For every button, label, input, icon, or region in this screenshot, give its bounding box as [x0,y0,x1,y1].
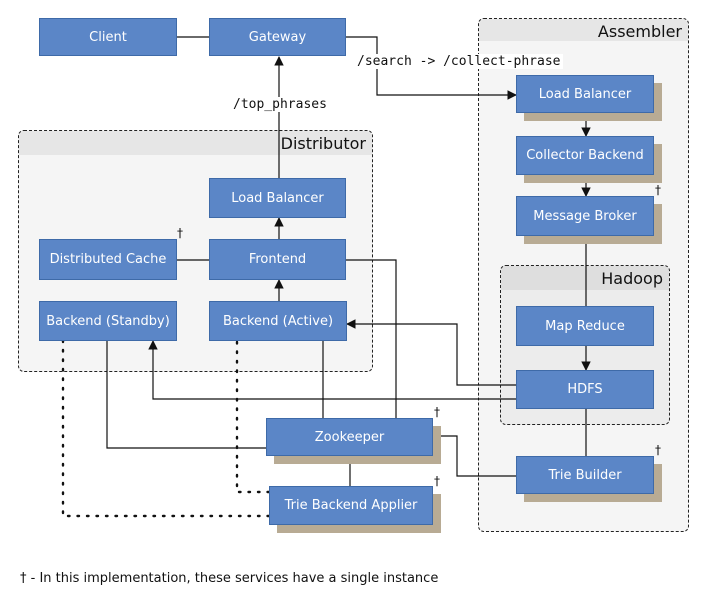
distributor-group-header [19,131,372,155]
hadoop-group-title: Hadoop [601,269,663,288]
edge-applier-backend-active-dotted [235,339,271,494]
backend-active-label: Backend (Active) [222,313,334,329]
footnote: † - In this implementation, these servic… [20,571,439,586]
zookeeper-label: Zookeeper [314,429,385,445]
frontend-label: Frontend [248,252,307,267]
distributed-cache-node[interactable]: Distributed Cache [39,239,177,280]
zookeeper-node[interactable]: Zookeeper [266,418,433,456]
client-label: Client [89,29,127,45]
edge-hdfs-backend-standby [148,340,516,400]
trie-builder-node[interactable]: Trie Builder [516,456,654,494]
client-node[interactable]: Client [39,18,177,56]
edge-label-search-collect: /search -> /collect-phrase [355,54,563,69]
backend-standby-node[interactable]: Backend (Standby) [39,301,177,341]
gateway-node[interactable]: Gateway [209,18,346,56]
distributor-group-title: Distributor [280,134,366,153]
message-broker-node[interactable]: Message Broker [516,196,654,236]
edge-zookeeper-backend-standby [106,341,266,449]
hdfs-node[interactable]: HDFS [516,370,654,409]
assembler-load-balancer-label: Load Balancer [538,86,632,102]
assembler-load-balancer-node[interactable]: Load Balancer [516,75,654,113]
assembler-group-header [479,19,688,41]
zookeeper-dagger: † [434,405,440,419]
edge-zookeeper-frontend [346,259,397,418]
edge-label-top-phrases: /top_phrases [231,97,329,112]
edge-applier-backend-standby-dotted [61,339,271,518]
map-reduce-label: Map Reduce [545,318,625,334]
distributed-cache-label: Distributed Cache [49,252,167,267]
map-reduce-node[interactable]: Map Reduce [516,306,654,346]
collector-backend-node[interactable]: Collector Backend [516,136,654,175]
hdfs-label: HDFS [567,382,603,397]
trie-builder-dagger: † [655,443,661,457]
edge-hdfs-backend-active [346,319,516,386]
collector-backend-label: Collector Backend [526,148,644,163]
message-broker-label: Message Broker [533,208,637,224]
assembler-group-title: Assembler [597,22,682,41]
backend-standby-label: Backend (Standby) [46,313,170,329]
distributor-load-balancer-label: Load Balancer [231,190,324,206]
trie-backend-applier-label: Trie Backend Applier [284,498,418,513]
distributed-cache-dagger: † [177,226,183,240]
gateway-label: Gateway [248,29,307,45]
trie-builder-label: Trie Builder [548,467,622,483]
message-broker-dagger: † [655,183,661,197]
backend-active-node[interactable]: Backend (Active) [209,301,347,341]
hadoop-group-header [501,266,669,290]
distributor-load-balancer-node[interactable]: Load Balancer [209,178,346,218]
trie-backend-applier-dagger: † [434,474,440,488]
edge-zookeeper-trie-builder [433,435,516,477]
trie-backend-applier-node[interactable]: Trie Backend Applier [269,486,433,525]
frontend-node[interactable]: Frontend [209,239,346,280]
